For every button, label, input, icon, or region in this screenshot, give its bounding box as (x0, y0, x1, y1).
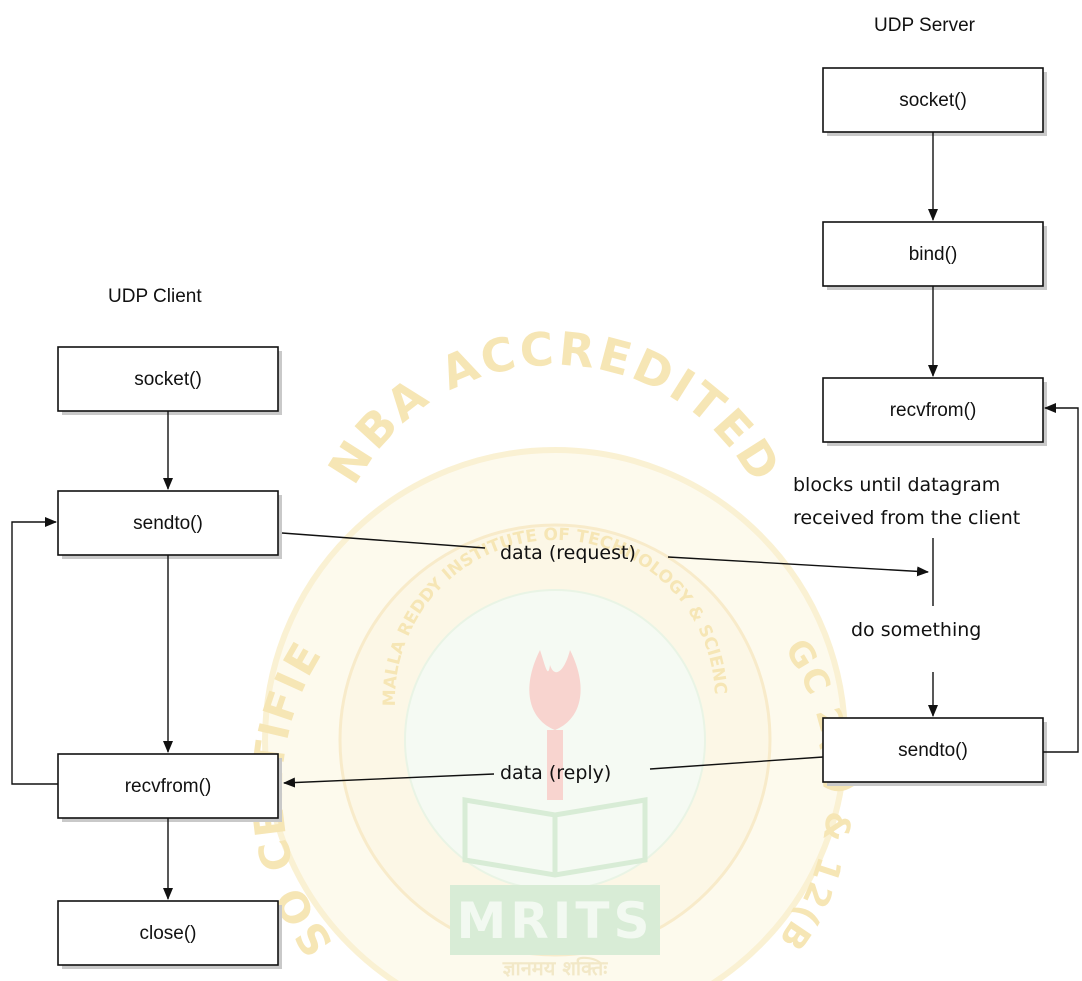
request-label: data (request) (500, 542, 636, 564)
server-sendto-node: sendto() (822, 717, 1047, 786)
request-arrow (667, 556, 929, 577)
server-block-note-line2: received from the client (793, 507, 1020, 529)
client-title: UDP Client (108, 286, 202, 307)
client-sendto-label: sendto() (133, 513, 203, 534)
reply-line-right (649, 756, 824, 770)
server-sendto-label: sendto() (898, 740, 968, 761)
watermark-motto: ज्ञानमय शक्तिः (502, 956, 609, 980)
server-bind-node: bind() (822, 221, 1047, 290)
server-socket-label: socket() (899, 90, 967, 111)
server-recvfrom-label: recvfrom() (890, 400, 977, 421)
server-block-note-line1: blocks until datagram (793, 474, 1000, 496)
client-sendto-box (57, 490, 279, 556)
server-sendto-box (822, 717, 1044, 783)
server-bind-box (822, 221, 1044, 287)
watermark-logo-text: MRITS (457, 892, 654, 950)
client-close-node: close() (57, 900, 282, 969)
watermark-logo-band (450, 885, 660, 955)
server-socket-box (822, 67, 1044, 133)
client-recvfrom-label: recvfrom() (125, 776, 212, 797)
client-recvfrom-node: recvfrom() (57, 753, 282, 822)
server-recvfrom-node: recvfrom() (822, 377, 1047, 446)
server-recvfrom-box (822, 377, 1044, 443)
server-loop-back-arrow (1043, 403, 1079, 753)
reply-arrow (283, 773, 495, 788)
client-socket-box (57, 346, 279, 412)
server-process-note: do something (851, 619, 981, 641)
client-recvfrom-box (57, 753, 279, 819)
client-loop-back-arrow (11, 517, 58, 785)
client-sendto-node: sendto() (57, 490, 282, 559)
client-close-label: close() (139, 923, 196, 944)
client-socket-node: socket() (57, 346, 282, 415)
watermark-torch-icon (529, 650, 581, 800)
server-socket-node: socket() (822, 67, 1047, 136)
client-close-box (57, 900, 279, 966)
reply-label: data (reply) (500, 762, 611, 784)
watermark-book-icon (462, 797, 648, 878)
server-title: UDP Server (874, 15, 976, 36)
server-bind-label: bind() (909, 244, 958, 265)
client-socket-label: socket() (134, 369, 202, 390)
request-line-left (281, 532, 486, 549)
